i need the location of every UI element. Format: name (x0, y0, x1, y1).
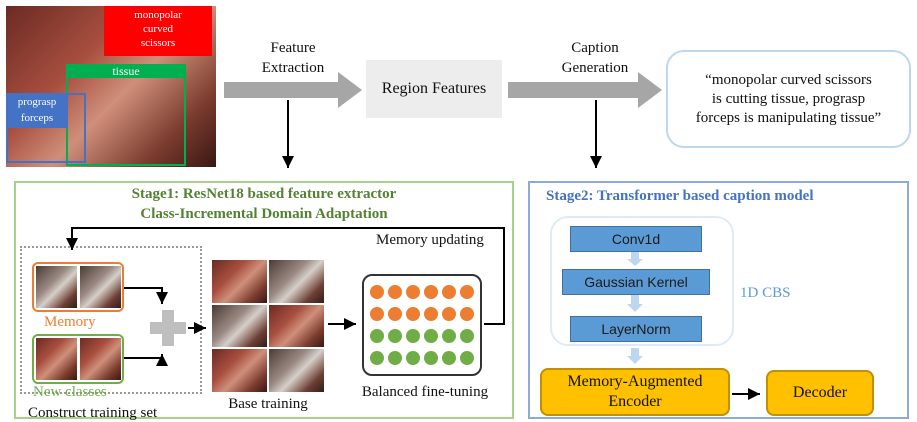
balanced-dots-box (362, 274, 482, 376)
stage1-title-line2: Class-Incremental Domain Adaptation (140, 206, 388, 222)
memory-thumb-1 (36, 266, 77, 308)
caption-generation-label: Caption Generation (561, 40, 629, 76)
gaussian-kernel-block: Gaussian Kernel (562, 269, 710, 295)
stage2-panel (528, 181, 909, 419)
cbs-label: 1D CBS (740, 285, 791, 301)
encoder-label: Memory-Augmented Encoder (567, 373, 703, 410)
new-class-thumb-1 (36, 338, 77, 380)
base-thumb (212, 304, 267, 348)
tissue-label: tissue (66, 64, 186, 78)
base-thumb (269, 260, 324, 303)
caption-output-box: “monopolar curved scissors is cutting ti… (666, 50, 911, 148)
region-features-label: Region Features (381, 80, 487, 97)
new-classes-label: New classes (33, 384, 107, 400)
construct-label: Construct training set (28, 405, 158, 421)
base-thumb (212, 260, 267, 303)
new-class-thumb-2 (80, 338, 121, 380)
scissors-label: monopolar curved scissors (134, 9, 182, 49)
caption-output-text: “monopolar curved scissors is cutting ti… (695, 71, 882, 126)
memory-label: Memory (44, 314, 96, 330)
decoder-label: Decoder (792, 384, 848, 401)
cbs-container (550, 216, 734, 346)
forceps-label: prograsp forceps (6, 94, 68, 128)
feature-extraction-label: Feature Extraction (261, 40, 325, 76)
memory-updating-label: Memory updating (376, 232, 484, 248)
encoder-block: Memory-Augmented Encoder (540, 368, 730, 416)
stage2-title: Stage2: Transformer based caption model (546, 188, 814, 204)
scissors-bounding-box (104, 6, 212, 56)
region-features-box: Region Features (366, 60, 502, 118)
base-training-grid (212, 260, 324, 392)
layernorm-label: LayerNorm (601, 321, 671, 337)
decoder-block: Decoder (766, 370, 874, 416)
conv1d-label: Conv1d (611, 231, 661, 247)
plus-icon (150, 310, 186, 346)
gaussian-kernel-label: Gaussian Kernel (584, 274, 688, 290)
base-training-label: Base training (228, 396, 308, 412)
balanced-finetuning-label: Balanced fine-tuning (361, 384, 489, 400)
stage1-panel (14, 181, 514, 419)
layernorm-block: LayerNorm (570, 316, 702, 342)
conv1d-block: Conv1d (570, 226, 702, 252)
stage1-title-line1: Stage1: ResNet18 based feature extractor (131, 186, 397, 202)
base-thumb (269, 304, 324, 348)
base-thumb (269, 349, 324, 392)
memory-thumb-2 (80, 266, 121, 308)
base-thumb (212, 349, 267, 392)
